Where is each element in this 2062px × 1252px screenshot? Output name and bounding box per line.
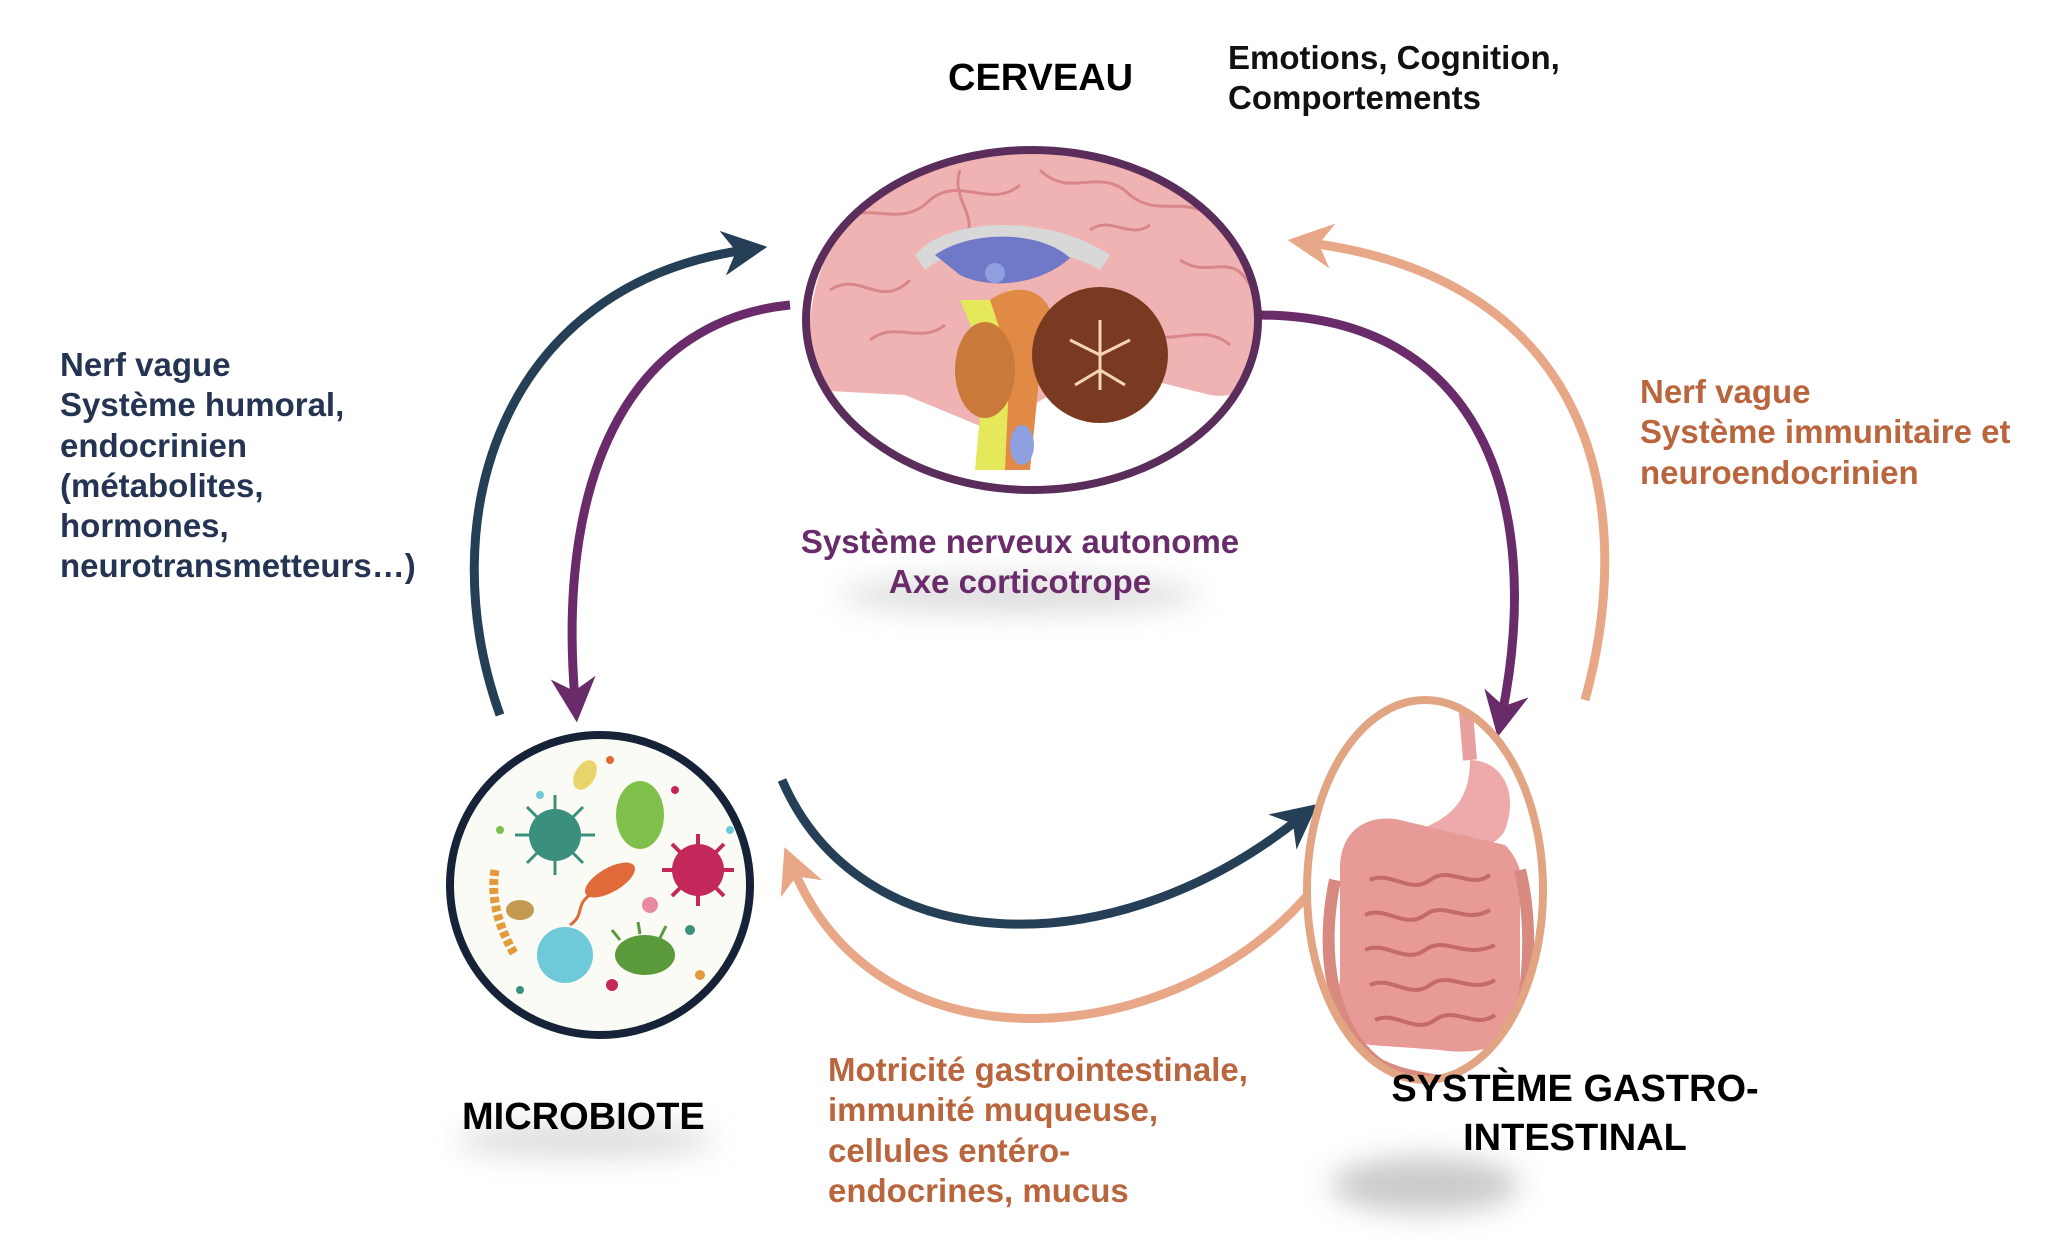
gut-to-brain-label: Nerf vague Système immunitaire et neuroe… bbox=[1640, 373, 2011, 491]
label-shadows bbox=[455, 577, 1520, 1213]
microbiota-to-brain-arrow bbox=[469, 230, 768, 717]
brain-icon bbox=[802, 146, 1262, 494]
gut-title: SYSTÈME GASTRO- INTESTINAL bbox=[1391, 1068, 1759, 1160]
microbiota-to-brain-label: Nerf vague Système humoral, endocrinien … bbox=[60, 346, 416, 585]
brain-to-periphery-label: Système nerveux autonome Axe corticotrop… bbox=[800, 523, 1240, 601]
brain-functions-note: Emotions, Cognition, Comportements bbox=[1228, 39, 1560, 117]
gut-to-microbiota-arrow bbox=[780, 847, 1316, 1023]
brain-to-gut-arrow bbox=[1257, 310, 1529, 738]
brain-to-microbiota-arrow bbox=[550, 300, 791, 723]
gut-to-microbiota-label: Motricité gastrointestinale, immunité mu… bbox=[828, 1051, 1248, 1209]
microbiota-title: MICROBIOTE bbox=[462, 1096, 705, 1138]
brain-title: CERVEAU bbox=[948, 57, 1134, 99]
microbiota-to-gut-arrow bbox=[777, 778, 1318, 929]
digestive-system-icon bbox=[1303, 696, 1547, 1084]
microbes-icon bbox=[446, 731, 754, 1039]
gut-to-brain-arrow bbox=[1287, 223, 1610, 702]
